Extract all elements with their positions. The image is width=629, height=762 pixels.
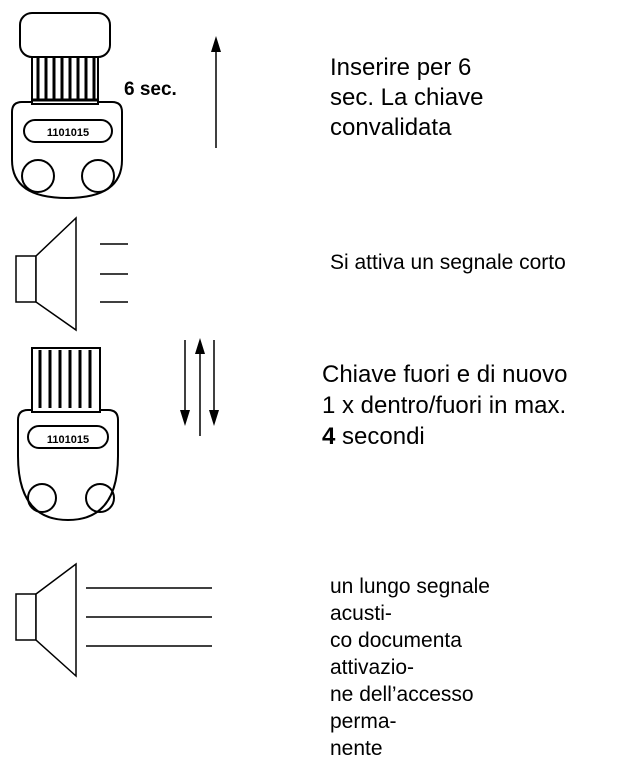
seconds-count: 4 — [322, 423, 336, 450]
arrow-up-icon — [211, 36, 221, 148]
instruction-line: nente — [330, 737, 383, 760]
key-code-label: 1101015 — [47, 127, 89, 139]
arrow-down-icon — [209, 340, 219, 426]
key-code-label: 1101015 — [47, 434, 89, 446]
key-icon — [11, 12, 123, 200]
step-2-instruction: Si attiva un segnale corto — [330, 251, 566, 274]
step-4-instruction: un lungo segnale acusti- co documenta at… — [330, 573, 540, 762]
short-sound-waves-icon — [100, 243, 128, 303]
long-sound-waves-icon — [86, 587, 212, 647]
seconds-unit: secondi — [335, 423, 425, 450]
instruction-line: co documenta attivazio- — [330, 629, 462, 679]
instruction-line: ne dell’accesso perma- — [330, 683, 474, 733]
duration-label: 6 sec. — [124, 79, 177, 100]
instruction-line: Chiave fuori e di nuovo — [322, 361, 568, 388]
instruction-diagram: 1101015 1101015 — [11, 12, 221, 678]
instruction-line: Inserire per 6 — [330, 54, 472, 81]
instruction-line: 1 x dentro/fuori in max. — [322, 392, 567, 419]
step-1-instruction: Inserire per 6 sec. La chiave convalidat… — [330, 53, 530, 143]
arrow-down-icon — [180, 340, 190, 426]
speaker-icon — [15, 216, 77, 332]
arrow-up-icon — [195, 338, 205, 436]
instruction-line: 4 secondi — [322, 421, 627, 452]
instruction-line: convalidata — [330, 114, 452, 141]
step-3-instruction: Chiave fuori e di nuovo 1 x dentro/fuori… — [322, 359, 627, 452]
key-icon — [17, 347, 119, 522]
speaker-icon — [15, 562, 77, 678]
instruction-line: un lungo segnale acusti- — [330, 575, 490, 625]
instruction-line: sec. La chiave — [330, 84, 484, 111]
